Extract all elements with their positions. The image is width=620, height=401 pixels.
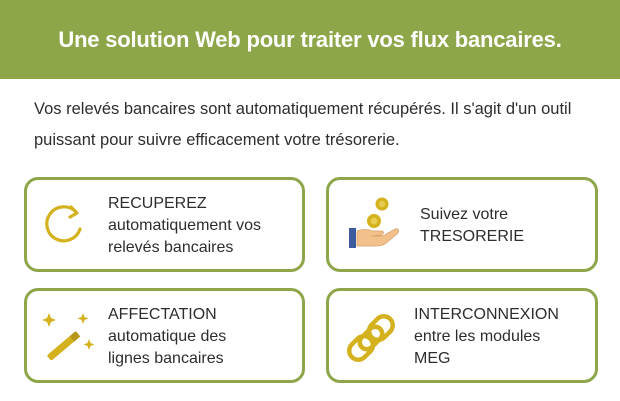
- card-line: relevés bancaires: [108, 239, 234, 256]
- magic-wand-icon: [39, 309, 97, 372]
- intro-text: Vos relevés bancaires sont automatiqueme…: [34, 100, 572, 149]
- card-line: MEG: [414, 350, 451, 367]
- refresh-icon: [41, 202, 87, 253]
- card-text: Suivez votre TRESORERIE: [420, 204, 524, 248]
- feature-card-recuperez: RECUPEREZ automatiquement vos relevés ba…: [24, 177, 305, 272]
- page-title: Une solution Web pour traiter vos flux b…: [58, 26, 562, 52]
- card-title: RECUPEREZ: [108, 195, 207, 212]
- card-title: INTERCONNEXION: [414, 306, 559, 323]
- card-line: entre les modules: [414, 328, 541, 345]
- card-text: INTERCONNEXION entre les modules MEG: [414, 304, 559, 370]
- card-title: TRESORERIE: [420, 228, 525, 245]
- header-banner: Une solution Web pour traiter vos flux b…: [0, 0, 620, 79]
- hand-coins-icon: [347, 194, 403, 259]
- feature-card-tresorerie: Suivez votre TRESORERIE: [326, 177, 598, 272]
- card-line: automatique des: [108, 328, 227, 345]
- card-text: RECUPEREZ automatiquement vos relevés ba…: [108, 193, 261, 259]
- card-line: lignes bancaires: [108, 350, 224, 367]
- chain-link-icon: [343, 309, 399, 372]
- feature-card-interconnexion: INTERCONNEXION entre les modules MEG: [326, 288, 598, 383]
- card-title: AFFECTATION: [108, 306, 217, 323]
- feature-card-affectation: AFFECTATION automatique des lignes banca…: [24, 288, 305, 383]
- card-text: AFFECTATION automatique des lignes banca…: [108, 304, 226, 370]
- card-line: Suivez votre: [420, 206, 509, 223]
- card-line: automatiquement vos: [108, 217, 261, 234]
